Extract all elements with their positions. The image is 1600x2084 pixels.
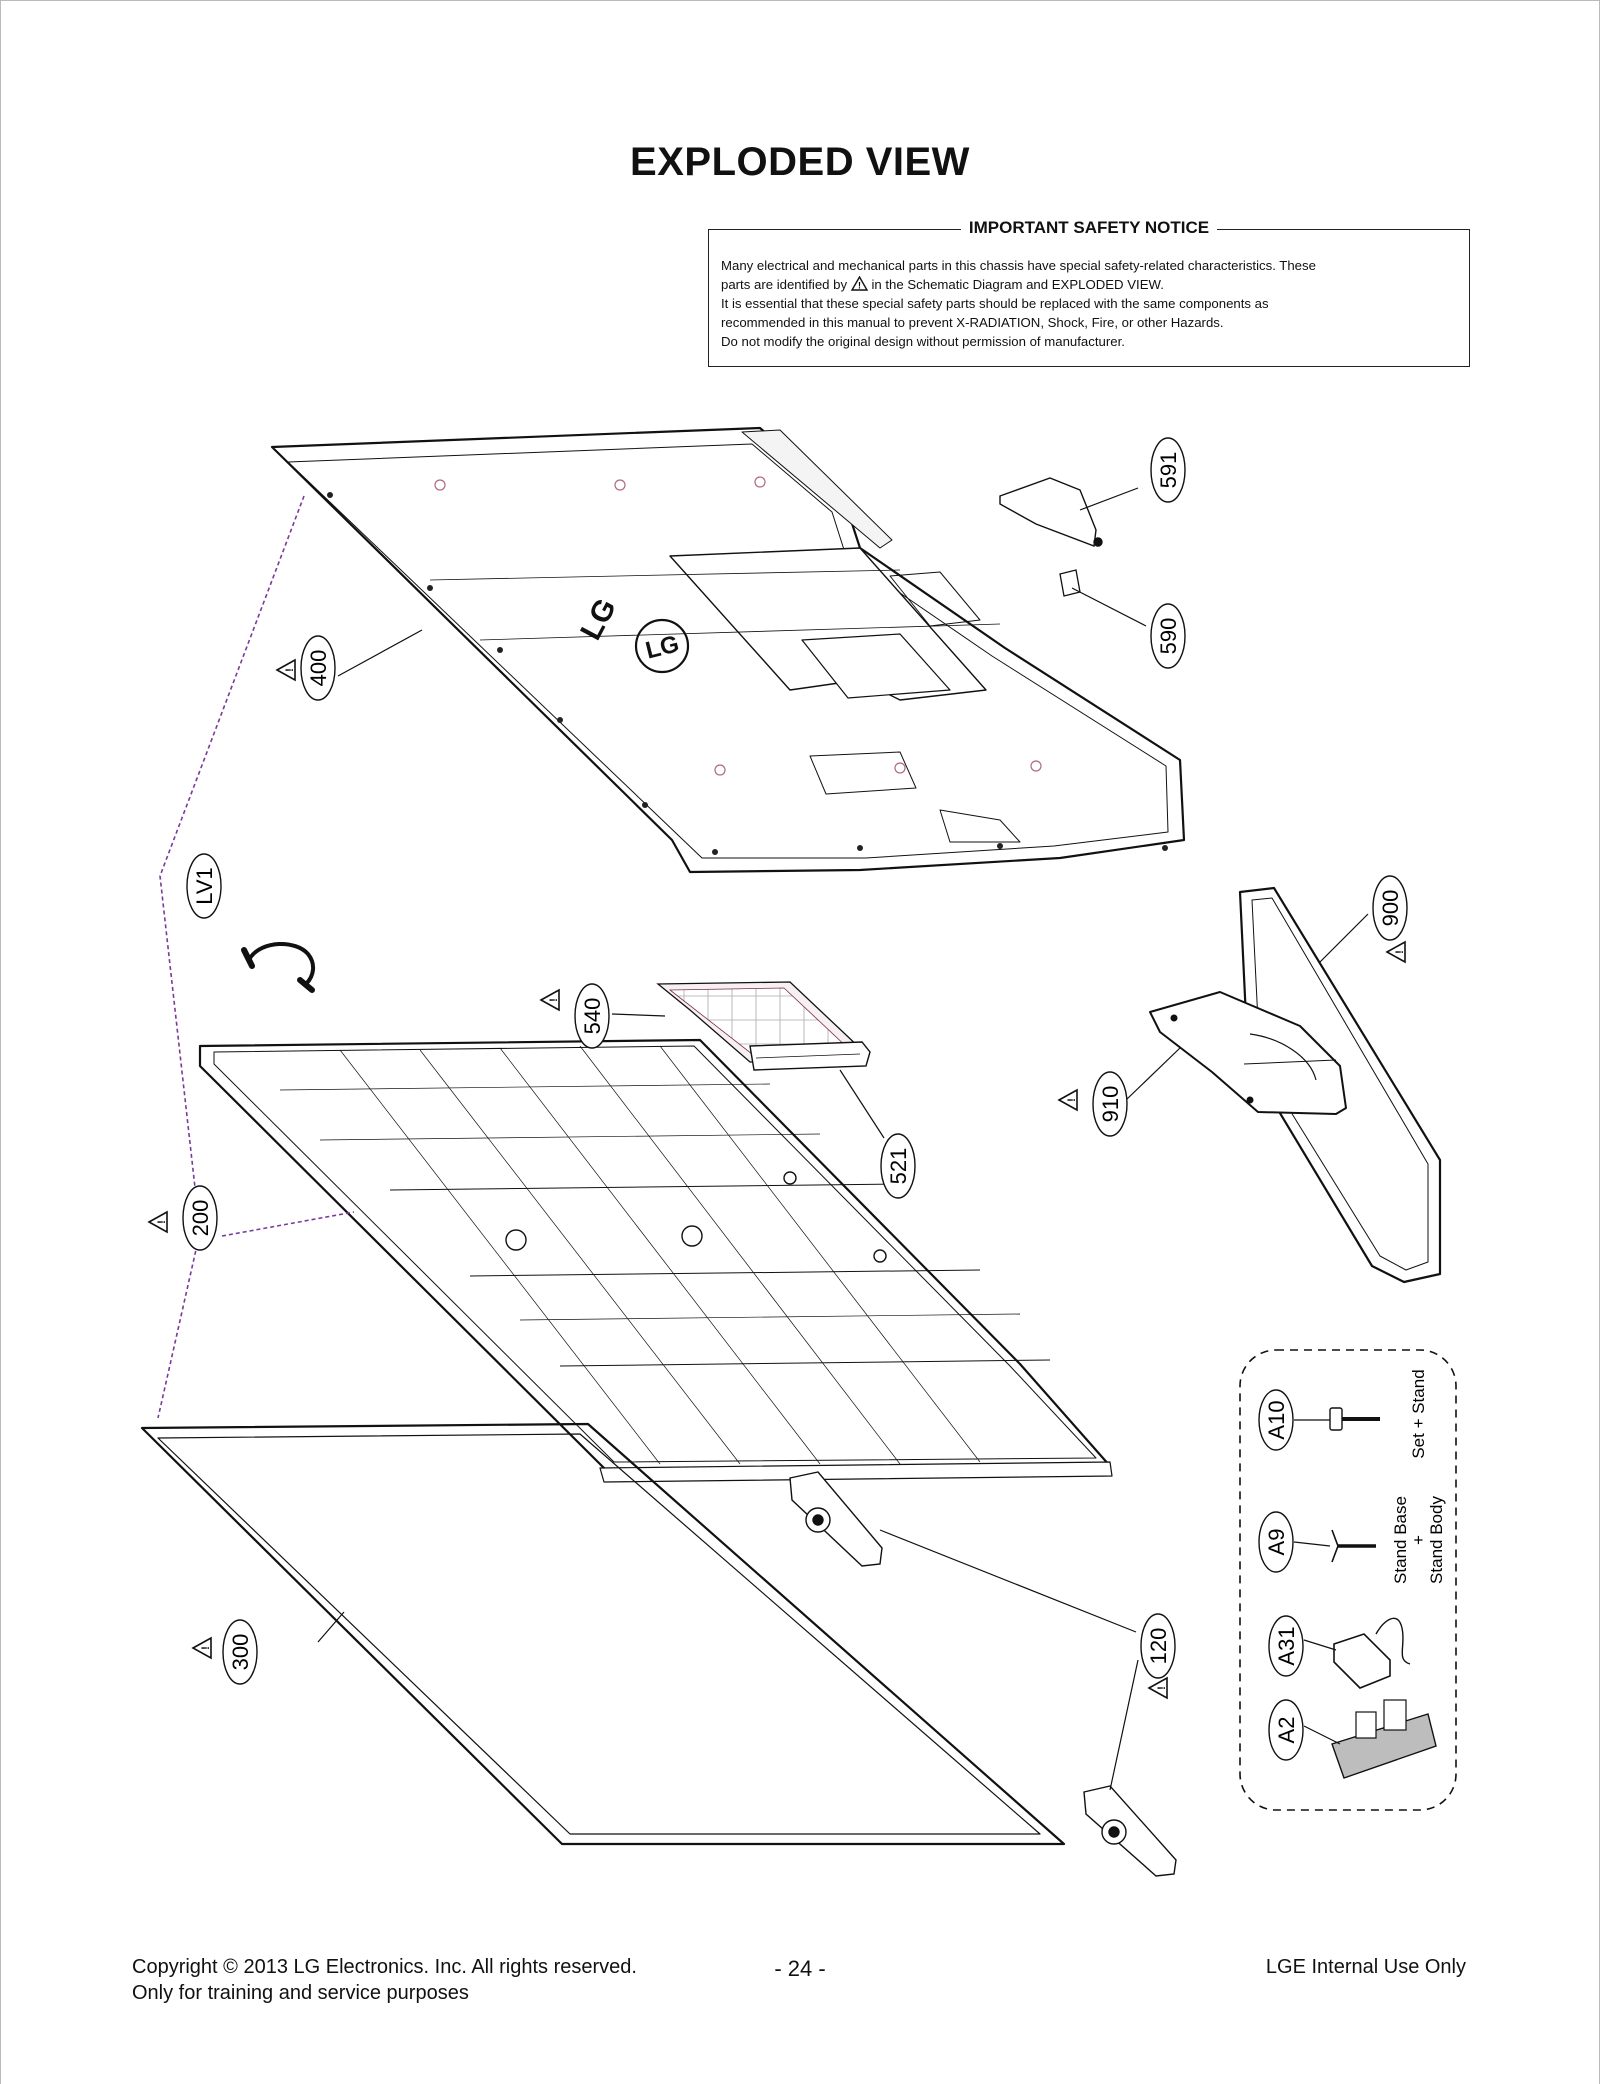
stand-body <box>1149 991 1347 1115</box>
notice-line: It is essential that these special safet… <box>721 296 1269 311</box>
callout-590: 590 <box>1150 603 1186 669</box>
cable-lv1 <box>241 941 315 993</box>
screw-a10 <box>1329 1407 1380 1431</box>
svg-text:521: 521 <box>886 1148 911 1185</box>
accessories-box: A10 A9 A31 A2 Set + Stand Stand Base + S… <box>1239 1349 1457 1811</box>
note-set-stand: Set + Stand <box>1409 1369 1428 1458</box>
footer-internal: LGE Internal Use Only <box>1265 1956 1466 1978</box>
speaker-120-upper <box>789 1471 883 1567</box>
safety-notice-box: IMPORTANT SAFETY NOTICE Many electrical … <box>708 218 1470 367</box>
speaker-120-lower <box>1083 1785 1177 1877</box>
callout-400: 400 <box>276 635 336 701</box>
warning-triangle-icon <box>192 1637 213 1659</box>
note-plus: + <box>1409 1535 1428 1545</box>
warning-triangle-icon <box>1058 1089 1079 1111</box>
callout-a10: A10 <box>1264 1400 1289 1439</box>
lcd-module-bosses <box>505 1171 887 1263</box>
callout-a9: A9 <box>1264 1529 1289 1556</box>
svg-text:!: ! <box>858 281 861 291</box>
svg-text:590: 590 <box>1156 618 1181 655</box>
back-cover-holes <box>434 476 1042 776</box>
callout-120: 120 <box>1140 1613 1176 1699</box>
safety-notice-heading: IMPORTANT SAFETY NOTICE <box>960 218 1218 237</box>
svg-text:900: 900 <box>1378 890 1403 927</box>
notice-line: Do not modify the original design withou… <box>721 334 1125 349</box>
warning-triangle-icon <box>1386 941 1407 963</box>
svg-text:910: 910 <box>1098 1086 1123 1123</box>
warning-triangle-icon <box>540 989 561 1011</box>
alignment-guides <box>157 495 355 1419</box>
note-stand-body: Stand Body <box>1427 1496 1446 1584</box>
back-cover-screws <box>327 492 1168 855</box>
warning-triangle-icon <box>276 659 297 681</box>
safety-notice-text: Many electrical and mechanical parts in … <box>721 256 1457 351</box>
callout-lv1: LV1 <box>186 853 222 919</box>
callout-910: 910 <box>1058 1071 1128 1137</box>
lcd-module <box>198 1038 1113 1483</box>
footer-copyright: Copyright © 2013 LG Electronics. Inc. Al… <box>132 1956 637 1978</box>
warning-triangle-icon <box>1148 1677 1169 1699</box>
note-stand-base: Stand Base <box>1391 1496 1410 1584</box>
screw-a9 <box>1331 1529 1376 1563</box>
remote-control-a2 <box>1331 1699 1437 1779</box>
warning-triangle-icon <box>148 1211 169 1233</box>
callout-900: 900 <box>1372 875 1408 963</box>
callout-300: 300 <box>192 1619 258 1685</box>
callout-591: 591 <box>1150 437 1186 503</box>
footer-purpose: Only for training and service purposes <box>132 1982 469 2004</box>
callout-521: 521 <box>880 1133 916 1199</box>
back-cover <box>270 426 1186 874</box>
callout-200: 200 <box>148 1185 218 1251</box>
ac-adapter-a31 <box>1333 1617 1411 1689</box>
svg-text:300: 300 <box>228 1634 253 1671</box>
notice-line: recommended in this manual to prevent X-… <box>721 315 1224 330</box>
notice-line: parts are identified by ! in the Schemat… <box>721 275 1164 292</box>
warning-triangle-icon: ! <box>850 275 868 291</box>
notice-line: Many electrical and mechanical parts in … <box>721 258 1316 273</box>
page-number: - 24 - <box>774 1956 826 1981</box>
svg-text:400: 400 <box>306 650 331 687</box>
svg-text:LV1: LV1 <box>192 867 217 905</box>
bracket-521 <box>749 1041 871 1071</box>
svg-text:591: 591 <box>1156 452 1181 489</box>
callout-a31: A31 <box>1274 1626 1299 1665</box>
page-title: EXPLODED VIEW <box>630 140 970 184</box>
callout-a2: A2 <box>1274 1717 1299 1744</box>
svg-text:120: 120 <box>1146 1628 1171 1665</box>
callout-540: 540 <box>540 983 610 1049</box>
svg-text:540: 540 <box>580 998 605 1035</box>
bracket-591 <box>999 477 1103 547</box>
svg-text:200: 200 <box>188 1200 213 1237</box>
front-cabinet <box>140 1422 1066 1846</box>
label-590 <box>1059 569 1081 597</box>
leader-lines <box>317 487 1369 1791</box>
